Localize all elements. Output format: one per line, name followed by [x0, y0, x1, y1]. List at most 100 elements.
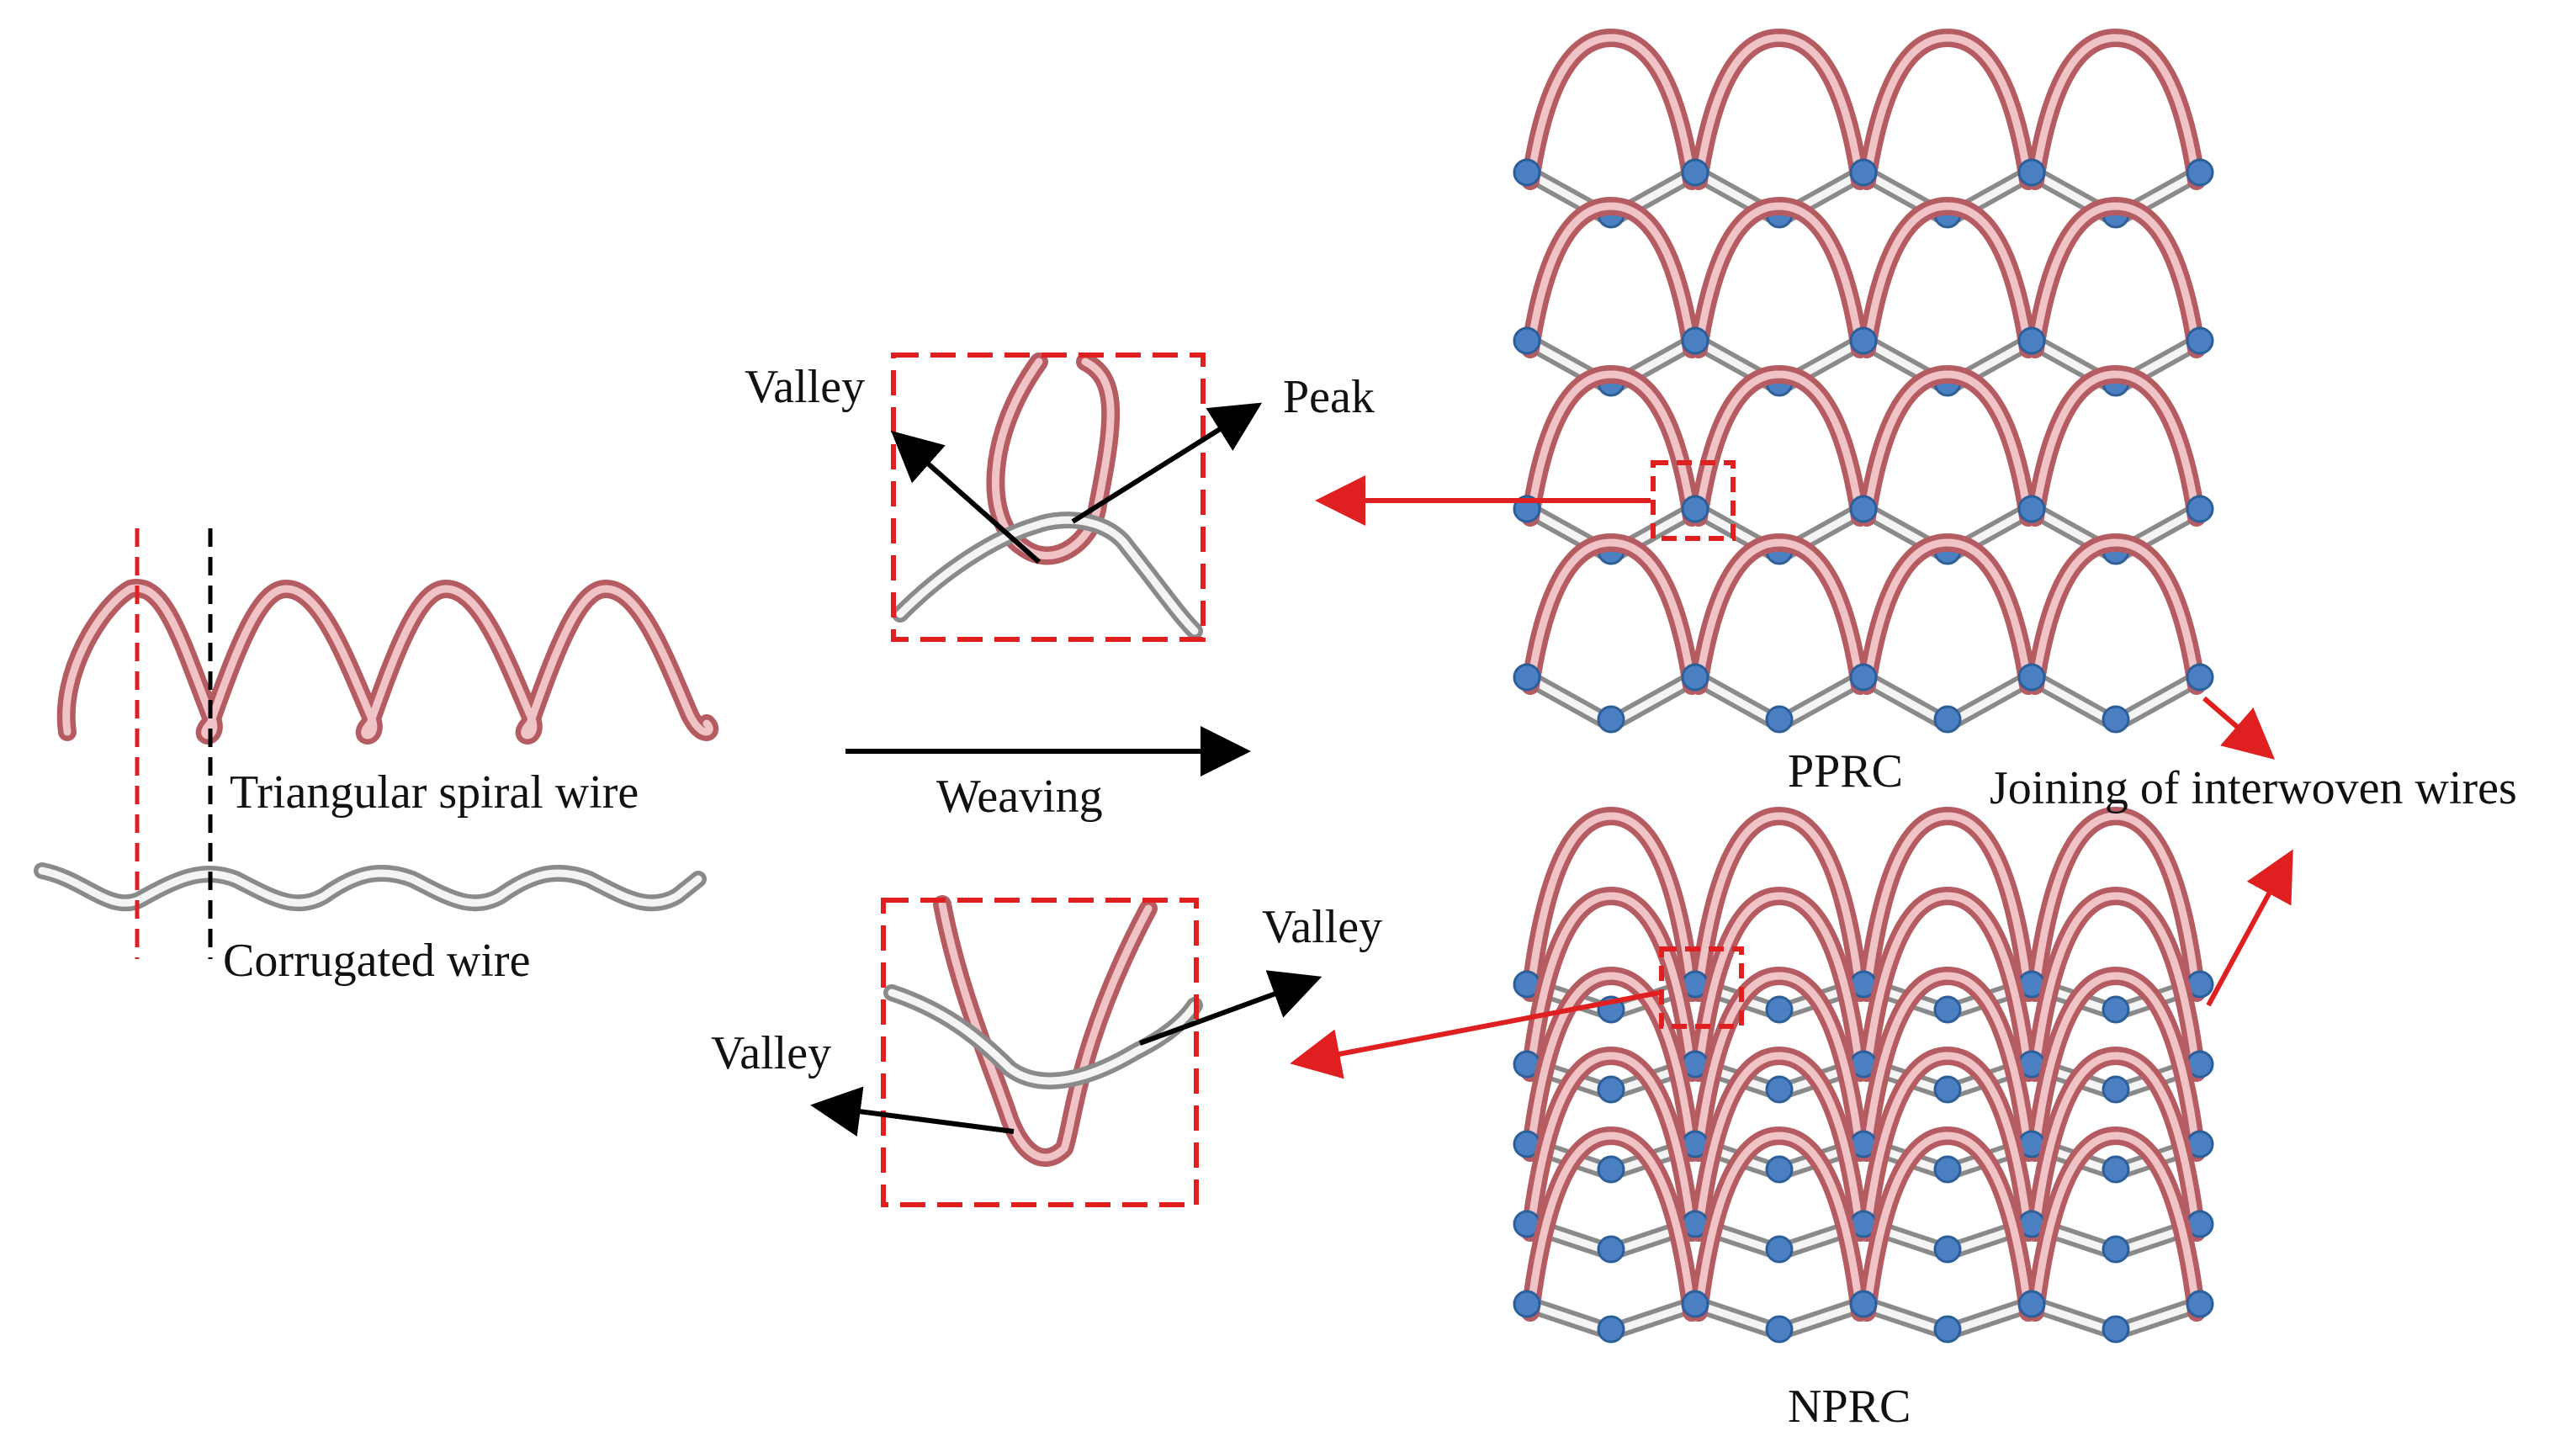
spiral-wire-loop-highlight [2031, 812, 2201, 997]
joint-dot [1681, 1290, 1709, 1318]
spiral-wire-loop-highlight [1863, 812, 2033, 997]
joint-dot [1933, 995, 1962, 1024]
joint-dot [1513, 158, 1541, 187]
nprc-joint-zoom [810, 895, 1322, 1207]
joint-dot [1765, 1155, 1794, 1184]
peak-pointer [1071, 402, 1263, 524]
joint-dot [1597, 705, 1625, 734]
spiral-wire-loop-highlight [1694, 370, 1864, 522]
nprc-lattice [1513, 807, 2214, 1344]
joint-dot [1765, 705, 1794, 734]
spiral-wire-loop-highlight [1526, 892, 1696, 1077]
joint-dot [1933, 1155, 1962, 1184]
corrugated-wire [34, 862, 707, 912]
joint-dot [2186, 326, 2214, 355]
spiral-wire-loop-highlight [2031, 370, 2201, 522]
joint-dot [2017, 326, 2046, 355]
spiral-wire-loop-highlight [1526, 538, 1696, 690]
spiral-wire-loop-highlight [1694, 202, 1864, 353]
spiral-wire-loop-highlight [1694, 972, 1864, 1157]
joint-dot [2017, 663, 2046, 692]
spiral-wire-loop-highlight [2031, 972, 2201, 1157]
joint-dot [1681, 158, 1709, 187]
joint-dot [1513, 1290, 1541, 1318]
triangular-spiral-wire [56, 579, 718, 745]
spiral-wire-loop-highlight [1526, 972, 1696, 1157]
spiral-wire-loop-highlight [1694, 1132, 1864, 1317]
spiral-wire-loop-highlight [1863, 34, 2033, 185]
weaving-label: Weaving [936, 771, 1103, 823]
spiral-wire-loop-highlight [1863, 972, 2033, 1157]
pprc-zoom-box [891, 352, 1206, 642]
pprc-label: PPRC [1788, 745, 1903, 798]
joint-dot [1933, 705, 1962, 734]
joint-dot [2102, 995, 2130, 1024]
nprc-callout-box [1659, 946, 1744, 1029]
spiral-wire-loop [1858, 29, 2038, 190]
peak-label: Peak [1283, 371, 1375, 423]
joint-dot [1849, 326, 1878, 355]
joining-arrow-to-nprc [2206, 849, 2293, 1007]
joint-dot [1933, 1075, 1962, 1104]
valley-pointer-top [891, 431, 1041, 564]
joint-dot [2186, 158, 2214, 187]
joint-dot [1849, 663, 1878, 692]
joint-dot [2186, 495, 2214, 523]
spiral-wire-loop-highlight [1526, 812, 1696, 997]
valley-pointer-bottom-right [1138, 970, 1322, 1046]
joint-dot [1933, 1315, 1962, 1344]
nprc-callout-arrow [1290, 990, 1660, 1079]
valley-label-top: Valley [745, 361, 865, 413]
joint-dot [2186, 1290, 2214, 1318]
spiral-wire-loop [2026, 29, 2206, 190]
spiral-wire-loop-highlight [1694, 892, 1864, 1077]
joint-dot [2102, 1155, 2130, 1184]
spiral-wire-loop-highlight [1694, 34, 1864, 185]
spiral-wire-loop-highlight [1526, 34, 1696, 185]
nprc-zoom-box [881, 898, 1199, 1207]
joint-dot [1933, 1235, 1962, 1264]
joint-dot [1765, 995, 1794, 1024]
spiral-wire-loop-highlight [1526, 1132, 1696, 1317]
joint-dot [2017, 495, 2046, 523]
joint-dot [1681, 326, 1709, 355]
joint-dot [2017, 1290, 2046, 1318]
joint-dot [1765, 1315, 1794, 1344]
spiral-wire-loop-highlight [2031, 1052, 2201, 1237]
valley-label-bottom-left: Valley [711, 1027, 831, 1079]
pprc-joint-zoom [891, 352, 1263, 642]
joint-dot [2102, 1235, 2130, 1264]
joint-dot [1681, 495, 1709, 523]
spiral-wire-loop-highlight [2031, 538, 2201, 690]
nprc-label: NPRC [1788, 1381, 1911, 1433]
joint-dot [1597, 1075, 1625, 1104]
joint-dot [2102, 1075, 2130, 1104]
spiral-wire-loop-highlight [1863, 370, 2033, 522]
joint-dot [1597, 1155, 1625, 1184]
spiral-wire-loop-highlight [1863, 538, 2033, 690]
joint-dot [1849, 1290, 1878, 1318]
spiral-wire-loop-highlight [1526, 1052, 1696, 1237]
spiral-wire-loop-highlight [2031, 202, 2201, 353]
spiral-wire-loop-highlight [1863, 1132, 2033, 1317]
joining-label: Joining of interwoven wires [1990, 762, 2517, 814]
pprc-callout-box [1651, 460, 1736, 541]
joint-dot [2102, 705, 2130, 734]
joint-dot [1597, 1235, 1625, 1264]
spiral-wire-loop-highlight [2031, 34, 2201, 185]
joint-dot [2186, 663, 2214, 692]
spiral-wire-loop-highlight [1694, 812, 1864, 997]
triangular-spiral-wire-label: Triangular spiral wire [230, 766, 639, 819]
joint-dot [1849, 495, 1878, 523]
joint-dot [2017, 158, 2046, 187]
spiral-wire-loop [1521, 29, 1701, 190]
pprc-lattice [1513, 29, 2214, 734]
joint-dot [1765, 1235, 1794, 1264]
spiral-wire-loop-highlight [2031, 892, 2201, 1077]
corrugated-wire-label: Corrugated wire [223, 935, 530, 987]
joint-dot [1513, 326, 1541, 355]
joining-arrow-to-pprc [2202, 696, 2276, 760]
spiral-wire-loop-highlight [1863, 202, 2033, 353]
spiral-wire-loop-highlight [1694, 1052, 1864, 1237]
